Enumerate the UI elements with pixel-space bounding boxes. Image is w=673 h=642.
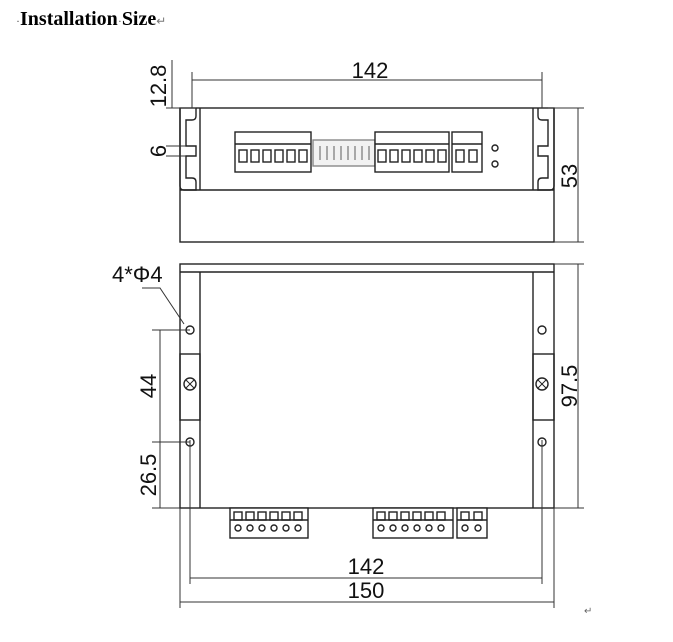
bottom-connector-3	[456, 507, 488, 539]
left-slot-screw	[183, 377, 197, 391]
dim-top-width: 142	[352, 58, 389, 83]
right-slot-screw	[535, 377, 549, 391]
dim-hole-label: 4*Φ4	[112, 262, 163, 287]
mount-hole-top-right	[537, 325, 547, 335]
top-view	[179, 107, 555, 243]
return-mark: ↵	[156, 14, 167, 28]
dim-top-height: 12.8	[146, 65, 171, 108]
right-mount-tab	[537, 108, 555, 191]
terminal-block-3	[451, 131, 483, 173]
bottom-connector-2	[372, 507, 454, 539]
terminal-block-1	[234, 131, 312, 173]
page-title: ·Installation·Size↵	[16, 8, 166, 31]
corner-return-mark: ↵	[584, 606, 592, 617]
title-word-size: Size	[121, 8, 157, 30]
dim-slot-height: 6	[146, 145, 171, 157]
title-middot: ·	[117, 14, 122, 28]
front-view	[179, 263, 555, 539]
right-mount-slot	[532, 353, 555, 421]
dim-bottom-outer-width: 150	[348, 578, 385, 603]
bottom-connector-1	[229, 507, 309, 539]
title-word-installation: Installation	[20, 8, 118, 30]
led-indicator-1	[491, 144, 499, 152]
top-view-body	[179, 107, 555, 243]
left-mount-tab	[179, 108, 197, 191]
dim-bottom-inner-width: 142	[348, 554, 385, 579]
dip-switch	[312, 139, 376, 167]
dim-hole-bottom-offset: 26.5	[136, 454, 161, 497]
terminal-block-2	[374, 131, 450, 173]
dim-hole-spacing: 44	[136, 374, 161, 398]
left-mount-slot	[179, 353, 201, 421]
dim-side-height: 53	[557, 164, 582, 188]
dim-front-height: 97.5	[557, 365, 582, 408]
title-bullet: ·	[16, 14, 20, 28]
led-indicator-2	[491, 160, 499, 168]
front-view-body	[179, 263, 555, 509]
